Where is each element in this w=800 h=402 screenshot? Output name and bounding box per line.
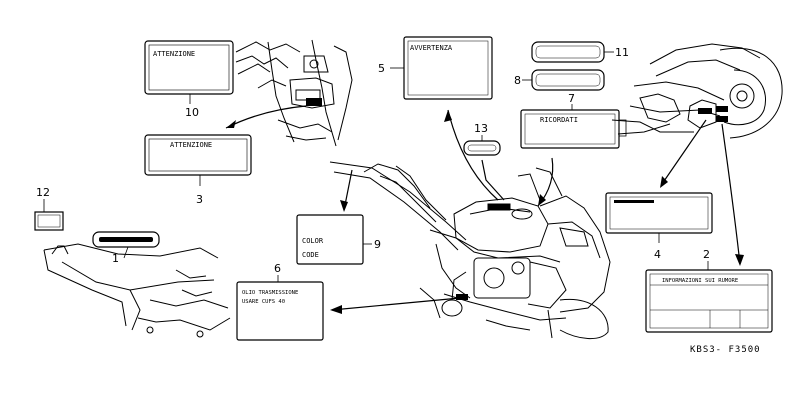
arrow-6 <box>331 297 461 311</box>
engine-label-spot <box>456 294 468 300</box>
label-2-group: 2 INFORMAZIONI SUI RUMORE <box>645 248 773 333</box>
callout-9: 9 <box>374 238 381 251</box>
label-13-group: 13 <box>463 122 501 156</box>
label-10-group: ATTENZIONE 10 <box>144 40 234 119</box>
label-6[interactable] <box>236 281 324 341</box>
callout-7: 7 <box>568 92 575 105</box>
label-9-line1: COLOR <box>302 237 324 245</box>
arrow-2 <box>721 123 741 265</box>
label-8-group: 8 <box>514 69 605 91</box>
label-11[interactable] <box>531 41 605 63</box>
steering-label-spot <box>306 98 322 106</box>
callout-4: 4 <box>654 248 661 261</box>
label-1-group: 1 <box>92 231 160 265</box>
label-1[interactable] <box>92 231 160 248</box>
callout-13: 13 <box>474 122 488 135</box>
arrow-13 <box>481 159 505 201</box>
callout-10: 10 <box>185 106 199 119</box>
steering-head-drawing <box>235 39 353 147</box>
rear-label-spot-a <box>698 108 712 114</box>
label-10-text: ATTENZIONE <box>153 50 195 58</box>
label-3[interactable] <box>144 134 252 176</box>
label-7[interactable] <box>520 109 620 149</box>
label-9[interactable] <box>296 214 364 265</box>
callout-6: 6 <box>274 262 281 275</box>
label-7-group: 7 RICORDATI <box>520 92 627 149</box>
label-4[interactable] <box>605 192 713 234</box>
label-12[interactable] <box>34 211 64 231</box>
label-3-text: ATTENZIONE <box>170 141 212 149</box>
motorcycle-drawing <box>329 161 611 339</box>
diagram-code: KBS3- F3500 <box>690 345 761 355</box>
rear-wheel-drawing <box>611 43 783 139</box>
rear-label-spot-b <box>716 106 728 112</box>
callout-1: 1 <box>112 252 119 265</box>
label-3-group: ATTENZIONE 3 <box>144 134 252 206</box>
label-2[interactable] <box>645 269 773 333</box>
label-5-text: AVVERTENZA <box>410 44 453 52</box>
label-9-line2: CODE <box>302 251 319 259</box>
label-13[interactable] <box>463 140 501 156</box>
callout-5: 5 <box>378 62 385 75</box>
label-6-line2: USARE CUFS 40 <box>242 299 285 305</box>
label-6-line1: OLIO TRASMISSIONE <box>242 290 298 296</box>
label-5-group: AVVERTENZA 5 <box>378 36 493 100</box>
callout-12: 12 <box>36 186 50 199</box>
callout-3: 3 <box>196 193 203 206</box>
callout-2: 2 <box>703 248 710 261</box>
label-7-text: RICORDATI <box>540 116 578 124</box>
callout-11: 11 <box>615 46 629 59</box>
label-9-group: COLOR CODE 9 <box>296 214 381 265</box>
label-2-text: INFORMAZIONI SUI RUMORE <box>662 278 738 284</box>
rear-label-spot-c <box>716 116 728 122</box>
label-12-group: 12 <box>34 186 64 231</box>
arrow-4 <box>661 119 707 185</box>
label-11-group: 11 <box>531 41 629 63</box>
label-10[interactable] <box>144 40 234 95</box>
label-8[interactable] <box>531 69 605 91</box>
callout-8: 8 <box>514 74 521 87</box>
label-6-group: 6 OLIO TRASMISSIONE USARE CUFS 40 <box>236 262 324 341</box>
arrow-10 <box>225 105 307 129</box>
label-4-group: 4 <box>605 192 713 261</box>
arrow-5 <box>447 109 499 201</box>
rear-fender-drawing <box>43 243 231 338</box>
